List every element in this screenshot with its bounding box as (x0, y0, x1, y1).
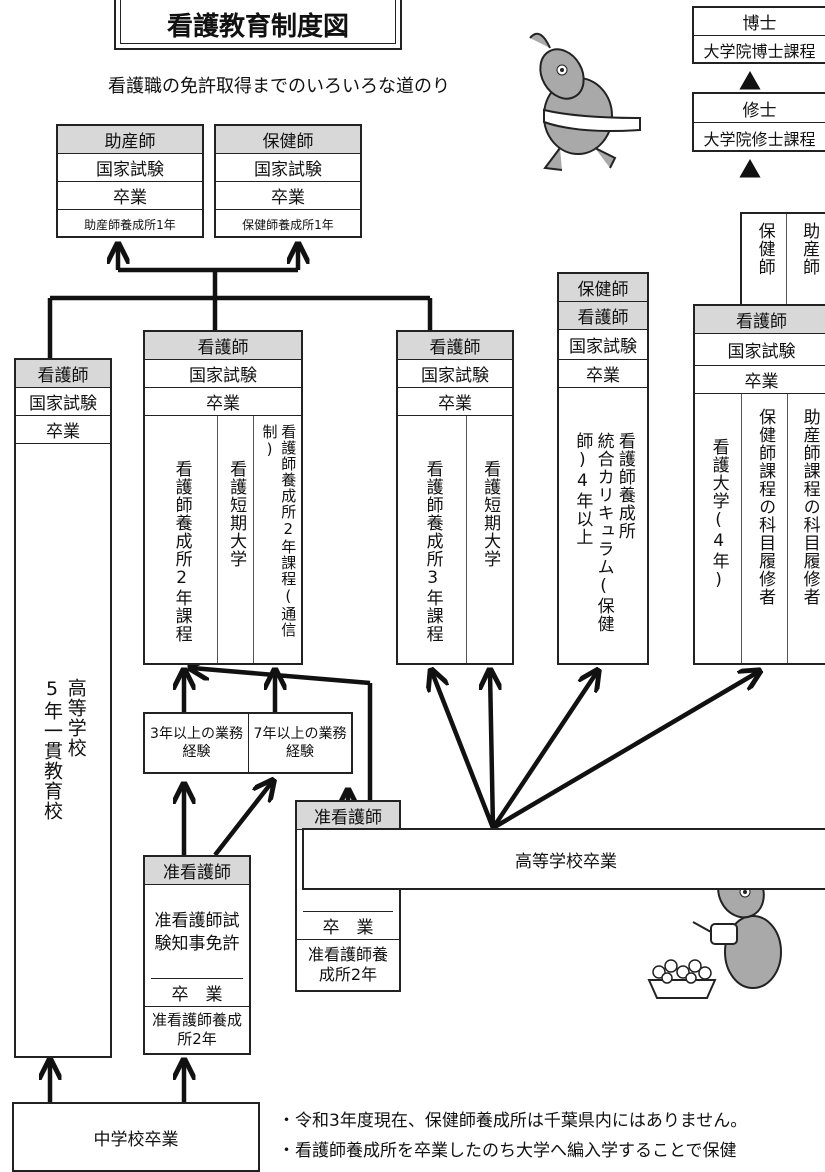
phn-exam: 国家試験 (216, 154, 360, 182)
experience-7yr: 7年以上の業務経験 (253, 725, 347, 760)
university-top-phn: 保健師 (754, 222, 775, 276)
university-course: 看護大学(4年) (708, 438, 729, 591)
integrated-body: 統合カリキュラム(保健師)4年以上 (572, 432, 614, 633)
running-mascot-illustration (529, 32, 641, 171)
nurse-2yr-box: 看護師 国家試験 卒業 看護師養成所2年課程 看護短期大学 看護師養成所2年課程… (143, 330, 303, 665)
midwife-school: 助産師養成所1年 (84, 217, 176, 232)
subtitle: 看護職の免許取得までのいろいろな道のり (108, 76, 450, 97)
nurse-3yr-course: 看護師養成所3年課程 (422, 460, 443, 643)
integrated-header-phn: 保健師 (559, 274, 647, 302)
nurse-3yr-box: 看護師 国家試験 卒業 看護師養成所3年課程 看護短期大学 (396, 330, 514, 665)
integrated-header-nurse: 看護師 (559, 302, 647, 330)
university-phn-course: 保健師課程の科目履修者 (755, 408, 776, 606)
midwife-exam: 国家試験 (58, 154, 202, 182)
university-grad: 卒業 (695, 366, 825, 394)
integrated-curriculum-box: 保健師 看護師 国家試験 卒業 統合カリキュラム(保健師)4年以上 看護師養成所 (557, 272, 649, 665)
nurse-3yr-header: 看護師 (398, 332, 512, 360)
midwife-header: 助産師 (58, 126, 202, 154)
nurse-3yr-junior-college: 看護短期大学 (480, 460, 501, 568)
phn-school: 保健師養成所1年 (242, 217, 334, 232)
midwife-grad: 卒業 (58, 182, 202, 210)
university-header: 看護師 (695, 306, 825, 334)
university-midwife-course: 助産師課程の科目履修者 (799, 408, 820, 606)
five-year-grad: 卒業 (16, 416, 110, 444)
nurse-2yr-header: 看護師 (145, 332, 301, 360)
university-exam: 国家試験 (695, 334, 825, 366)
doctor-box: 博士 大学院博士課程 (692, 6, 825, 64)
note-2: ・看護師養成所を卒業したのち大学へ編入学することで保健 (278, 1141, 737, 1161)
integrated-exam: 国家試験 (559, 330, 647, 360)
doctor-label: 博士 (694, 8, 825, 36)
university-top-box: 保健師 助産師 (740, 212, 825, 304)
phn-school-box: 保健師 国家試験 卒業 保健師養成所1年 (214, 124, 362, 238)
nurse-2yr-grad: 卒業 (145, 388, 301, 416)
flow-lines (50, 246, 758, 1102)
master-box: 修士 大学院修士課程 (692, 92, 825, 152)
five-year-school-box: 看護師 国家試験 卒業 5年一貫教育校 高等学校 (14, 358, 112, 1058)
nurse-junior-college: 看護短期大学 (226, 460, 247, 568)
experience-box: 3年以上の業務経験 7年以上の業務経験 (143, 712, 353, 774)
master-course: 大学院修士課程 (703, 129, 816, 149)
middle-school-graduation: 中学校卒業 (12, 1102, 260, 1172)
assoc-right-header: 准看護師 (297, 802, 399, 830)
page-title-text: 看護教育制度図 (166, 11, 349, 42)
assoc-left-exam: 准看護師試験知事免許 (151, 887, 243, 979)
note-1: ・令和3年度現在、保健師養成所は千葉県内にはありません。 (278, 1111, 748, 1131)
five-year-header: 看護師 (16, 360, 110, 388)
five-year-label: 5年一貫教育校 (41, 678, 63, 821)
high-school-graduation: 高等学校卒業 (302, 828, 825, 890)
nurse-3yr-grad: 卒業 (398, 388, 512, 416)
assoc-left-header: 准看護師 (145, 857, 249, 885)
phn-header: 保健師 (216, 126, 360, 154)
university-top-midwife: 助産師 (799, 222, 820, 276)
five-year-exam: 国家試験 (16, 388, 110, 416)
phn-grad: 卒業 (216, 182, 360, 210)
doctor-course: 大学院博士課程 (703, 42, 816, 61)
high-school-label: 高等学校 (64, 678, 87, 758)
small-up-arrows (739, 70, 761, 178)
university-box: 看護師 国家試験 卒業 看護大学(4年) 保健師課程の科目履修者 助産師課程の科… (693, 304, 825, 665)
experience-3yr: 3年以上の業務経験 (145, 714, 249, 772)
integrated-grad: 卒業 (559, 360, 647, 388)
assoc-nurse-left-box: 准看護師 准看護師試験知事免許 卒 業 准看護師養成所2年 (143, 855, 251, 1055)
assoc-left-grad: 卒 業 (145, 979, 249, 1007)
integrated-school: 看護師養成所 (614, 432, 635, 540)
midwife-school-box: 助産師 国家試験 卒業 助産師養成所1年 (56, 124, 204, 238)
page-title: 看護教育制度図 (114, 0, 402, 50)
assoc-right-grad: 卒 業 (297, 912, 399, 940)
assoc-left-school: 准看護師養成所2年 (151, 1011, 242, 1048)
nurse-2yr-correspondence: 看護師養成所2年課程(通信制) (260, 424, 298, 638)
nurse-2yr-course: 看護師養成所2年課程 (171, 460, 192, 643)
master-label: 修士 (694, 94, 825, 123)
nurse-3yr-exam: 国家試験 (398, 360, 512, 388)
assoc-right-school: 准看護師養成所2年 (307, 945, 388, 984)
nurse-2yr-exam: 国家試験 (145, 360, 301, 388)
